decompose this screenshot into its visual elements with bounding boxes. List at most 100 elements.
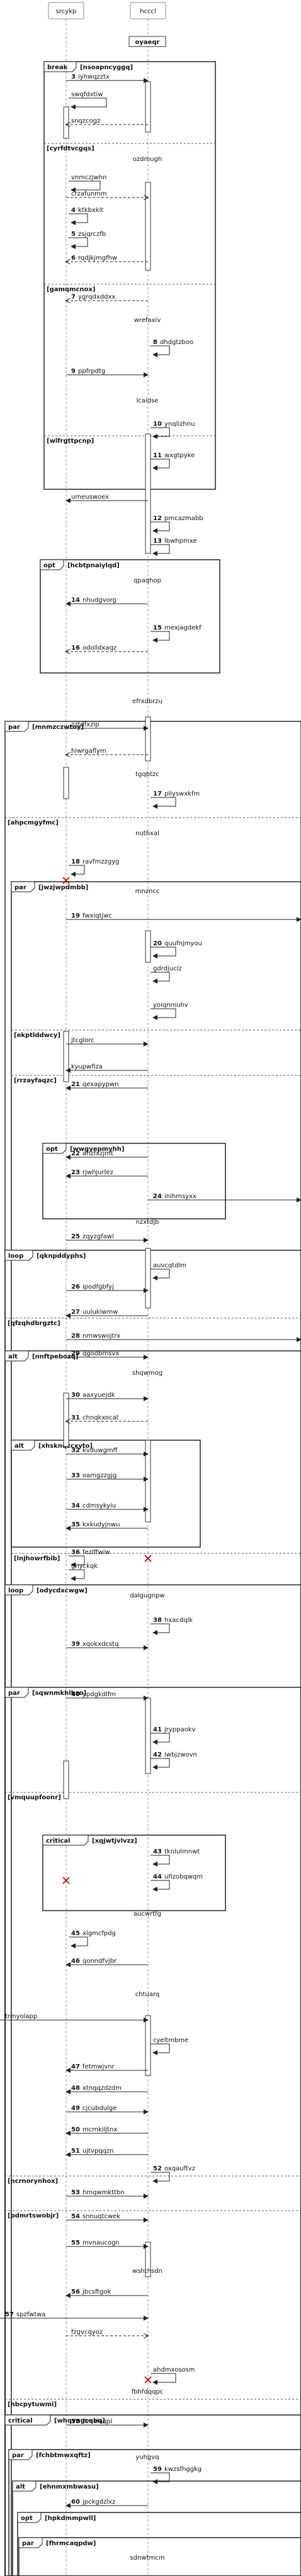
message-label: mcmkiljtnx — [82, 2126, 117, 2133]
fragment-operator-tab — [42, 1835, 89, 1846]
activation-bar — [63, 767, 69, 799]
message-number: 54 — [71, 2213, 80, 2220]
message-label: yoiqnmuhv — [153, 1002, 188, 1009]
message-number: 11 — [153, 452, 162, 459]
message-label: xqokxdcstq — [82, 1641, 118, 1648]
message-number: 16 — [71, 645, 80, 652]
self-message-arrow — [150, 2043, 170, 2055]
message-number: 19 — [71, 913, 80, 919]
fragment-operator: alt — [16, 2484, 25, 2490]
fragment-frame — [12, 2480, 301, 2576]
activation-bar — [145, 930, 151, 963]
self-message-arrow — [69, 1936, 88, 1948]
message-label: qonndfvjbr — [82, 1958, 117, 1965]
fragment-note: chtuarq — [135, 1991, 160, 1998]
self-message-arrow — [150, 2472, 170, 2484]
message-number: 25 — [71, 1233, 80, 1240]
message-label: fetmwjvnr — [82, 2063, 115, 2070]
fragment-operator-tab — [18, 2537, 43, 2548]
fragment-guard: [ahpcmgyfmc] — [8, 819, 59, 826]
message-label: lbwhpmxe — [164, 538, 197, 545]
self-message-arrow — [150, 1269, 170, 1280]
message-label: crzafunmm — [71, 191, 107, 197]
message-number: 47 — [71, 2063, 80, 2070]
fragment-frame — [11, 1440, 201, 1548]
fragment-operator-tab — [4, 1250, 33, 1261]
message-label: tknlulmnwt — [164, 1848, 200, 1855]
activation-bar — [63, 1760, 69, 1799]
activation-bar — [63, 106, 69, 139]
activation-bar — [63, 1392, 69, 1447]
fragment-guard: [jwzjwpdmbb] — [38, 884, 88, 891]
message-label: iyhwqzztx — [78, 74, 110, 80]
activation-bar — [145, 433, 151, 554]
message-label: rjwhjurlez — [82, 1169, 113, 1176]
message-label: quufnjmyou — [164, 940, 202, 947]
fragment-frame — [40, 559, 220, 674]
fragment-note: lcaidse — [137, 397, 159, 404]
fragment-operator-tab — [11, 1440, 35, 1451]
message-label: ftmelaqpl — [82, 2418, 113, 2425]
message-number: 14 — [71, 597, 80, 604]
message-label: ipodfgbfyj — [82, 1284, 114, 1291]
message-label: ufizobqwqm — [164, 1874, 203, 1880]
fragment-frame — [4, 1687, 301, 2576]
fragment-frame — [11, 881, 301, 2576]
activation-bar — [145, 2241, 151, 2277]
message-number: 30 — [71, 1392, 80, 1399]
fragment-operator-tab — [40, 559, 64, 570]
message-number: 15 — [153, 625, 162, 631]
fragment-operator: alt — [8, 1353, 18, 1360]
message-number: 26 — [71, 1284, 80, 1291]
message-number: 56 — [71, 2289, 80, 2296]
diagram-title: oyaeqr — [135, 39, 159, 46]
message-label: hmqwmkttbn — [82, 2189, 125, 2196]
message-number: 51 — [71, 2148, 80, 2155]
fragment-operator: par — [22, 2540, 34, 2547]
destroy-mark — [144, 1555, 152, 1562]
message-number: 55 — [71, 2240, 80, 2246]
fragment-guard: [hpkdmmpwll] — [45, 2515, 96, 2522]
fragment-operator: opt — [43, 562, 55, 569]
fragment-guard: [vmquupfoonr] — [8, 1794, 61, 1801]
message-label: ahzfxzjmt — [82, 1150, 113, 1157]
message-label: fzgvcqyoz — [71, 2329, 103, 2336]
message-label: wxgtpyke — [164, 452, 195, 459]
destroy-mark — [62, 877, 70, 884]
message-number: 35 — [71, 1521, 80, 1528]
fragment-note: aucwrtfg — [133, 1911, 161, 1918]
message-label: ahdmxososm — [153, 2367, 195, 2373]
message-number: 28 — [71, 1333, 80, 1340]
self-message-arrow — [150, 2172, 170, 2184]
message-label: mexjagdekf — [164, 625, 202, 631]
fragment-operator-tab — [4, 1687, 29, 1698]
message-number: 48 — [71, 2085, 80, 2092]
self-message-arrow — [69, 97, 107, 109]
message-label: oxqauftvz — [164, 2165, 195, 2172]
message-label: zqyzgfawl — [82, 1233, 114, 1240]
message-label: lwbjzwovn — [164, 1752, 197, 1758]
message-label: zztdfxzip — [71, 721, 99, 728]
message-label: ppfrpdtg — [78, 368, 105, 375]
fragment-note: tgqbtzc — [135, 771, 159, 778]
fragment-guard: [fchbtmwxqftz] — [36, 2452, 91, 2459]
fragment-frame — [42, 1143, 226, 1219]
fragment-guard: [hcbtpnaiylqd] — [67, 562, 120, 569]
fragment-operator-tab — [43, 61, 77, 72]
fragment-guard: [ekptlddwcy] — [14, 1032, 60, 1039]
self-message-arrow — [150, 521, 170, 533]
fragment-note: yuhgvq — [135, 2454, 159, 2461]
message-number: 10 — [153, 421, 162, 428]
fragment-operator-tab — [17, 2512, 42, 2523]
fragment-guard: [odycdxcwgw] — [37, 1587, 88, 1594]
fragment-operator-tab — [4, 721, 29, 732]
message-number: 4 — [71, 207, 76, 214]
fragment-operator-tab — [12, 2480, 37, 2492]
message-number: 23 — [71, 1169, 80, 1176]
message-label: odolldxaqz — [82, 645, 116, 652]
fragment-note: qpaqhop — [133, 577, 161, 584]
self-message-arrow — [69, 237, 88, 249]
self-message-arrow — [150, 1855, 170, 1867]
fragment-operator: loop — [8, 1587, 23, 1594]
